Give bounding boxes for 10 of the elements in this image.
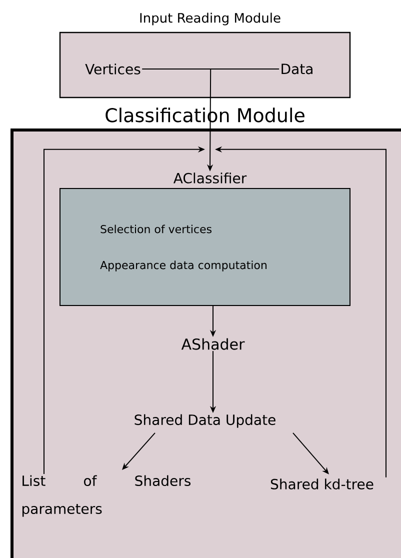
node-label: Shared Data Update [134,414,276,428]
node-label: Input Reading Module [140,12,280,26]
node-label: AShader [181,338,245,350]
node-label: AClassifier [173,172,247,184]
process-box: Selection of vertices Appearance data computation [60,188,350,306]
node-label: List of Shaders parameters [22,475,191,517]
node-label: Vertices [85,64,140,74]
node-label: Data [282,64,312,74]
arrow [122,432,156,470]
node-label: Shared kd-tree [270,478,374,490]
